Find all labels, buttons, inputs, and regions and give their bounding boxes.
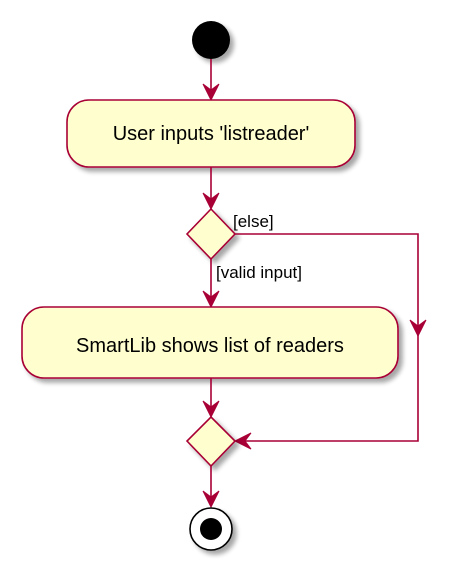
edge-activity-2-to-merge (202, 378, 220, 419)
edge-start-to-activity-1 (202, 59, 220, 102)
guard-else: [else] (233, 212, 274, 231)
decision-diamond (185, 207, 237, 261)
edge-activity-1-to-decision (202, 167, 220, 211)
activity-smartlib-shows-list-of-readers: SmartLib shows list of readers (21, 306, 399, 379)
edge-merge-to-end (202, 466, 220, 509)
activity-label: SmartLib shows list of readers (76, 335, 344, 357)
activity-label: User inputs 'listreader' (113, 123, 310, 145)
edge-decision-to-activity-2 (202, 259, 220, 309)
guard-valid-input: [valid input] (216, 263, 302, 282)
activity-user-inputs-listreader: User inputs 'listreader' (66, 99, 356, 168)
edge-decision-to-merge-else (233, 233, 427, 450)
end-node (189, 507, 233, 551)
merge-diamond (185, 415, 237, 468)
start-node (192, 21, 230, 59)
